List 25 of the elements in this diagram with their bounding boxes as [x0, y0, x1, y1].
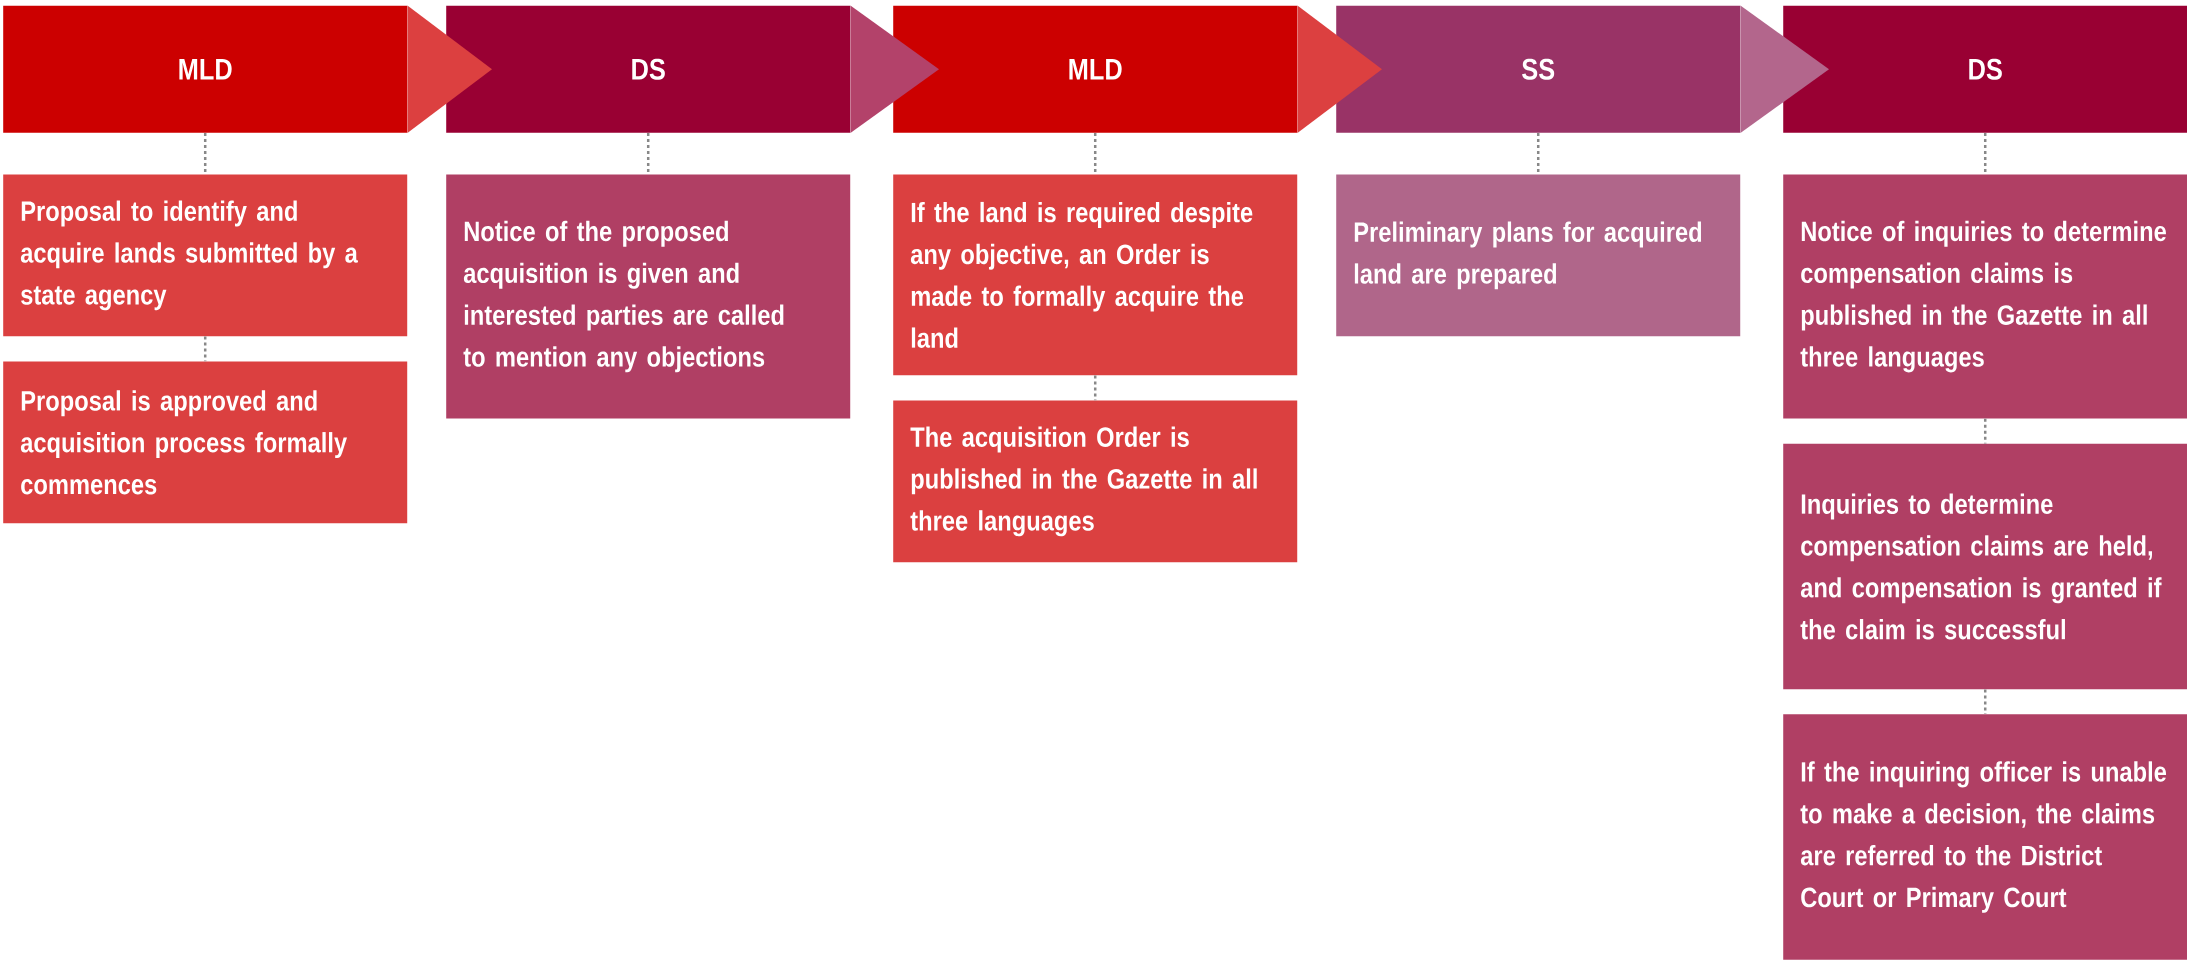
- chevron-arrow: [407, 5, 492, 133]
- dotted-connector: [1984, 418, 1987, 444]
- step-box: Preliminary plans for acquired land are prepared: [1336, 174, 1741, 337]
- dotted-connector: [646, 132, 650, 175]
- stage-header: MLD: [893, 5, 1298, 133]
- step-box: Inquiries to determine compensation claims are held, and compensation is granted if the claim is successful: [1783, 443, 2187, 690]
- step-box: Notice of inquiries to determine compensation claims is published in the Gazette in all three languages: [1783, 174, 2187, 419]
- dotted-connector: [1984, 689, 1987, 715]
- dotted-connector: [203, 132, 207, 175]
- chevron-arrow: [1297, 5, 1382, 133]
- dotted-connector: [1536, 132, 1540, 175]
- stage-header: DS: [1783, 5, 2187, 133]
- stage-header: MLD: [3, 5, 408, 133]
- stage-header: SS: [1336, 5, 1741, 133]
- chevron-arrow: [1740, 5, 1830, 133]
- step-box: Proposal is approved and acquisition process formally commences: [3, 361, 408, 524]
- step-box: If the inquiring officer is unable to make a decision, the claims are referred to the District Court or Primary Court: [1783, 714, 2187, 960]
- dotted-connector: [1093, 132, 1097, 175]
- step-box: Proposal to identify and acquire lands submitted by a state agency: [3, 174, 408, 337]
- step-box: The acquisition Order is published in the Gazette in all three languages: [893, 400, 1298, 563]
- dotted-connector: [1984, 132, 1987, 175]
- stage-header: DS: [446, 5, 851, 133]
- step-box: If the land is required despite any objective, an Order is made to formally acquire the land: [893, 174, 1298, 376]
- step-box: Notice of the proposed acquisition is given and interested parties are called to mention any objections: [446, 174, 851, 419]
- chevron-arrow: [850, 5, 939, 133]
